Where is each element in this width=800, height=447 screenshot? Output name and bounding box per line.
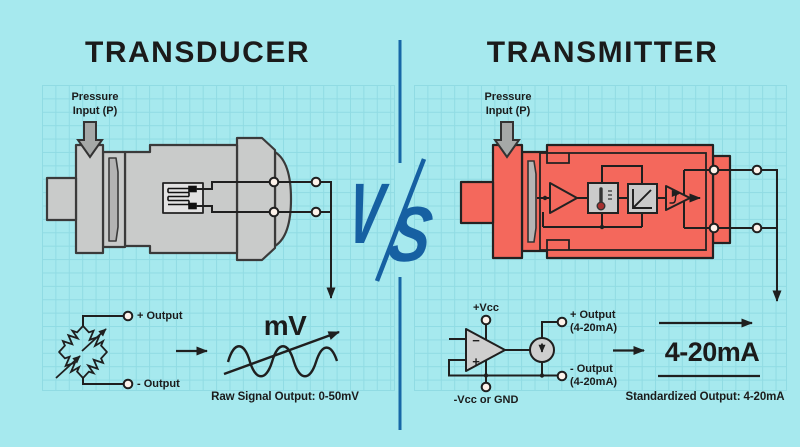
versus-letter-s: S [383,190,438,278]
loop-minus-output-label: - Output [570,363,613,375]
mv-signal-wave-icon [223,330,340,378]
diaphragm-icon-right [527,160,537,243]
pressure-arrow-icon-right [493,121,521,159]
transducer-port-block [74,143,105,255]
transmitter-left-connector [459,180,495,225]
strain-gauge-box [162,182,204,214]
diaphragm-icon [108,157,119,242]
transducer-device-drawing [45,136,293,262]
output-driver-amp [665,185,691,211]
opamp-plus-sign: + [472,354,480,369]
mv-unit-label: mV [263,310,307,341]
bridge-minus-output-label: - Output [137,378,180,390]
bridge-plus-output-label: + Output [137,310,183,322]
transmitter-terminals [708,164,763,234]
ma-value-label: 4-20mA [664,337,760,367]
amplifier-icon [549,182,578,214]
pressure-input-label-left: Pressure Input (P) [71,91,119,117]
standardized-signal-lines [658,318,760,378]
pressure-arrow-icon-left [76,121,104,159]
raw-signal-caption: Raw Signal Output: 0-50mV [211,391,359,403]
versus-letter-v: V [343,166,388,262]
opamp-minus-sign: − [472,333,480,348]
standardized-output-caption: Standardized Output: 4-20mA [625,391,785,403]
loop-minus-output-range: (4-20mA) [570,376,618,388]
vcc-plus-label: +Vcc [473,302,499,314]
transducer-end-cap [235,136,277,262]
transmitter-title: TRANSMITTER [486,36,719,69]
transducer-left-connector [45,176,78,222]
loop-plus-output-label: + Output [570,309,616,321]
wheatstone-bridge-icon [54,310,134,390]
transducer-rear-bulge [273,150,293,248]
linearization-icon [632,189,652,209]
current-source-icon [529,337,555,363]
vs-slash [374,158,427,282]
temperature-compensation-box [587,182,619,214]
pressure-input-label-right: Pressure Input (P) [484,91,532,117]
current-loop-circuit [448,321,558,383]
transducer-title: TRANSDUCER [85,36,310,69]
transmitter-port-block [491,143,524,260]
opamp-icon [465,328,506,372]
circuit-terminals-right [480,314,568,393]
linearization-box [627,183,658,214]
transmitter-inner-cavity [539,152,707,251]
signal-step-icon [669,190,680,204]
transducer-terminals [268,176,322,218]
thermometer-icon [596,187,612,211]
transducer-output-wires [196,181,336,299]
vcc-minus-label: -Vcc or GND [453,394,519,406]
loop-plus-output-range: (4-20mA) [570,322,618,334]
